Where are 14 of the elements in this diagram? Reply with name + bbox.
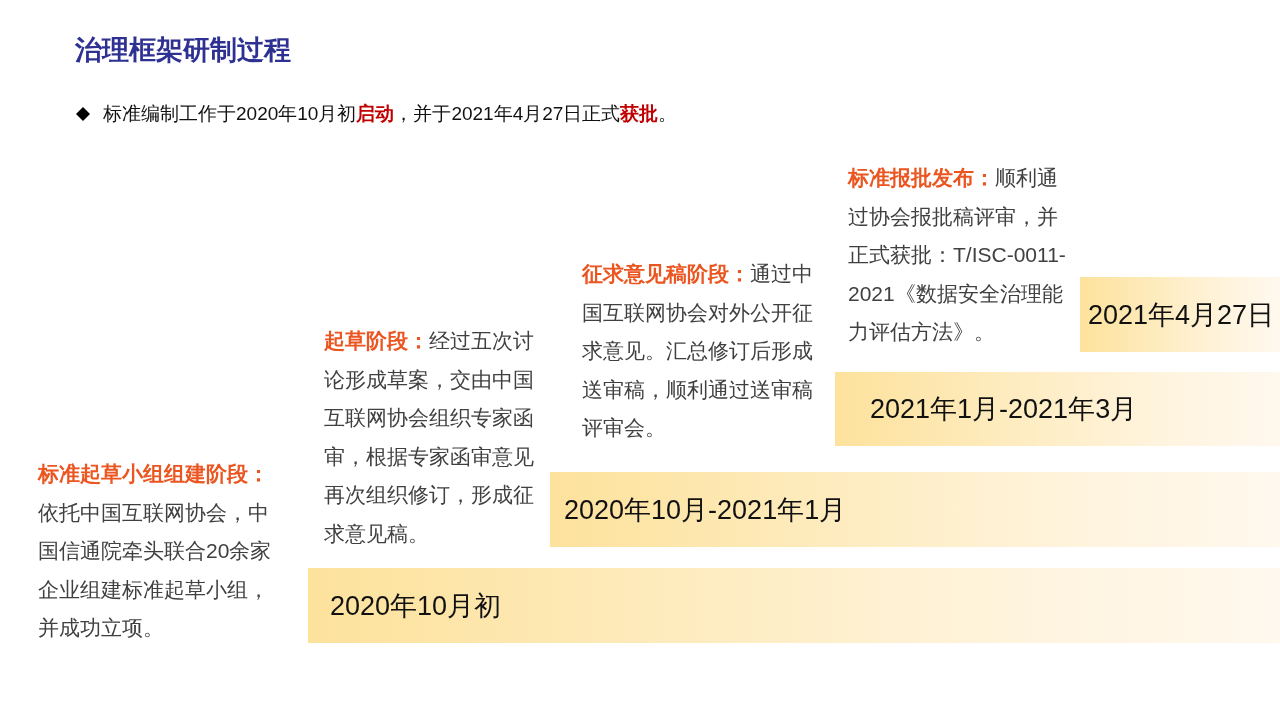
date-label: 2021年1月-2021年3月	[870, 393, 1138, 426]
date-label: 2020年10月初	[330, 589, 502, 623]
date-label: 2021年4月27日	[1088, 298, 1275, 332]
stage-description: 起草阶段：经过五次讨论形成草案，交由中国互联网协会组织专家函审，根据专家函审意见再次组织修订，形成征求意见稿。	[324, 328, 535, 547]
date-label: 2020年10月-2021年1月	[564, 493, 847, 527]
stage-description: 征求意见稿阶段：通过中国互联网协会对外公开征求意见。汇总修订后形成送审稿，顺利通过送审稿评审会。	[582, 261, 814, 441]
timeline-bar	[308, 568, 1280, 643]
page-title: 治理框架研制过程	[75, 34, 291, 67]
stage-description: 标准报批发布：顺利通过协会报批稿评审，并正式获批：T/ISC-0011-2021《数据安全治理能力评估方法》。	[848, 165, 1067, 345]
timeline-bar	[550, 472, 1280, 547]
timeline-bar	[835, 372, 1280, 446]
stage-description: 标准起草小组组建阶段：依托中国互联网协会，中国信通院牵头联合20余家企业组建标准起草小组，并成功立项。	[38, 461, 273, 641]
timeline-bar	[1080, 277, 1280, 352]
summary-text: 标准编制工作于2020年10月初启动，并于2021年4月27日正式获批。	[103, 102, 678, 126]
